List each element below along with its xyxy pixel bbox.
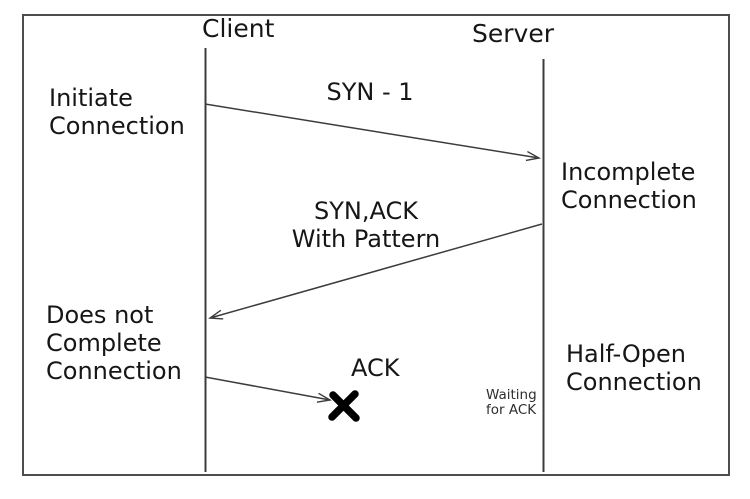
actor-client-label: Client xyxy=(202,14,275,43)
server-incomplete-state-label: Incomplete Connection xyxy=(561,158,697,214)
syn-message-label: SYN - 1 xyxy=(326,78,414,106)
server-waiting-note-label: Waiting for ACK xyxy=(486,387,537,418)
client-initiate-state-label: Initiate Connection xyxy=(49,84,185,140)
syn-arrow xyxy=(204,103,539,158)
x-mark-icon xyxy=(328,390,360,422)
syn-ack-message-label: SYN,ACK With Pattern xyxy=(291,197,441,253)
syn-ack-arrow xyxy=(210,223,543,318)
diagram-border xyxy=(22,14,730,476)
server-half-open-state-label: Half-Open Connection xyxy=(566,340,702,396)
ack-arrow xyxy=(204,376,330,400)
ack-message-label: ACK xyxy=(351,354,400,382)
actor-server-label: Server xyxy=(472,19,554,48)
client-no-complete-state-label: Does not Complete Connection xyxy=(46,301,182,385)
